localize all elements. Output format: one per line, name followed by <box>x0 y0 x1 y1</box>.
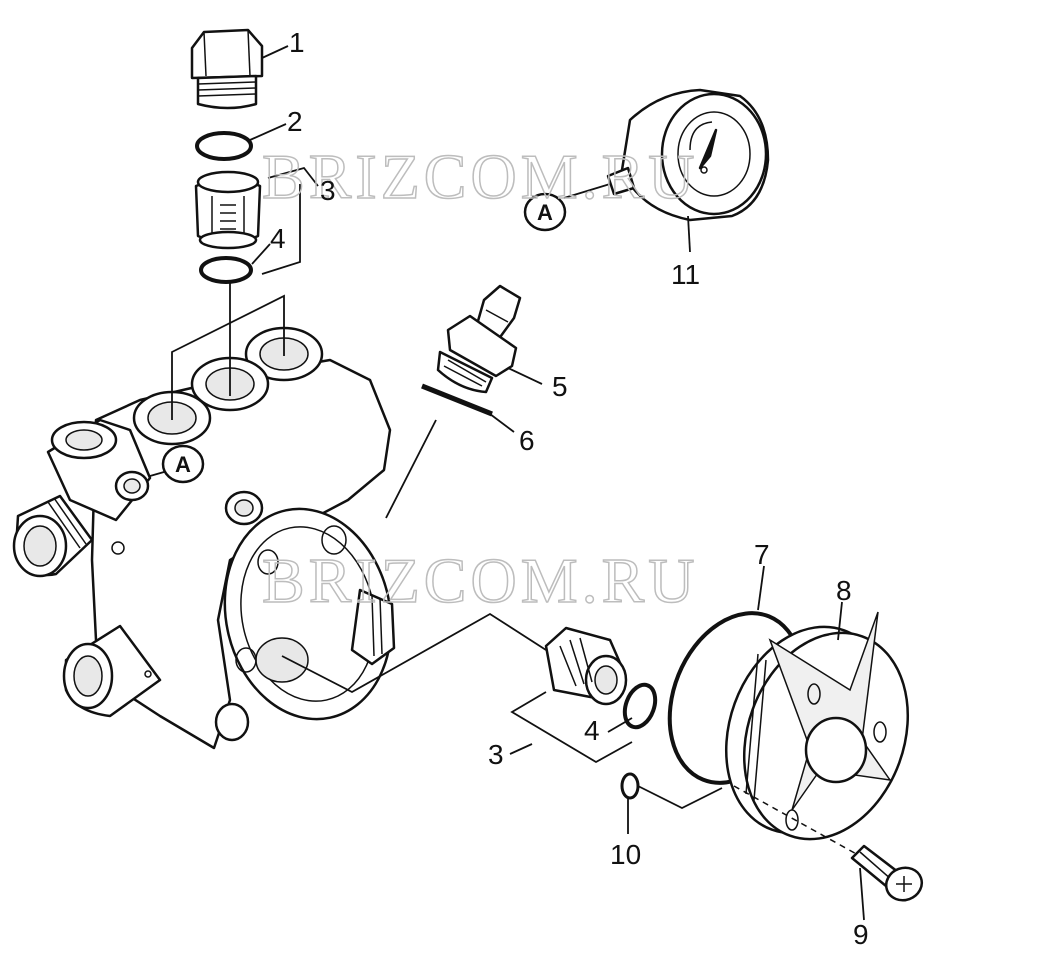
part-5-hose-fitting <box>436 284 522 394</box>
callout-10: 10 <box>610 839 641 870</box>
part-4-o-ring-upper <box>199 256 253 284</box>
part-3-valve-cartridge-lower <box>544 626 628 706</box>
callout-6: 6 <box>519 425 535 456</box>
callout-9: 9 <box>853 919 869 950</box>
callout-4-upper: 4 <box>270 223 286 254</box>
part-6-seal <box>421 383 493 417</box>
reference-marker-body: A <box>161 444 205 484</box>
bracket-3-4-lower <box>510 691 633 764</box>
callout-8: 8 <box>836 575 852 606</box>
callout-2: 2 <box>287 106 303 137</box>
pump-body <box>12 326 396 750</box>
leader-lines <box>149 45 865 921</box>
callout-11: 11 <box>671 259 700 290</box>
part-9-screw <box>850 844 924 902</box>
part-4-o-ring-lower <box>622 682 658 730</box>
part-2-o-ring <box>195 131 253 161</box>
callout-5: 5 <box>552 371 568 402</box>
callout-7: 7 <box>754 539 770 570</box>
part-8-cover-plate <box>724 611 910 841</box>
callout-3-lower: 3 <box>488 739 504 770</box>
assembly-line-fitting <box>385 419 437 519</box>
reference-marker-gauge: A <box>523 192 567 232</box>
assembly-line-screw <box>733 785 861 857</box>
svg-text:A: A <box>537 200 553 225</box>
svg-text:A: A <box>175 452 191 477</box>
part-11-pressure-gauge <box>606 88 770 222</box>
part-3-valve-cartridge-upper <box>194 170 262 250</box>
assembly-line-small-o-ring <box>637 785 723 810</box>
bracket-3-4-upper <box>261 166 319 275</box>
assembly-line-lower-cartridge <box>281 612 547 694</box>
part-10-small-o-ring <box>620 772 640 800</box>
callout-1: 1 <box>289 27 305 58</box>
callout-3-upper: 3 <box>320 175 336 206</box>
part-1-plug <box>190 28 264 110</box>
callout-4-lower: 4 <box>584 715 600 746</box>
watermark-lower: BRIZCOM.RU <box>262 545 699 616</box>
assembly-lines-upper <box>171 282 285 420</box>
watermark-upper: BRIZCOM.RU <box>262 141 699 212</box>
